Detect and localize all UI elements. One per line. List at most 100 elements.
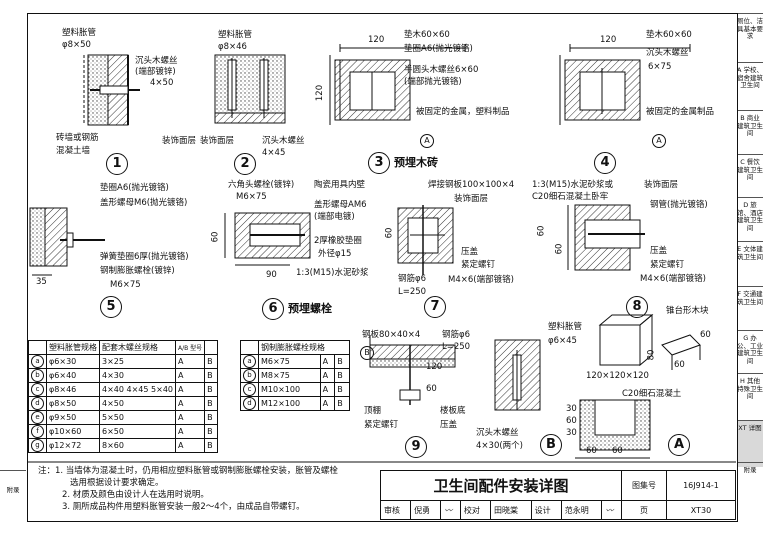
sidebar-item[interactable]: C 餐饮建筑卫生间 [737, 154, 763, 202]
sidebar-item[interactable]: B 商业建筑卫生间 [737, 110, 763, 159]
label: 塑料胀管 [62, 28, 97, 38]
sidebar-item[interactable]: 附录 [0, 470, 26, 527]
sidebar-item[interactable]: 厕位、洁具基本要求 [737, 13, 763, 67]
table-cell: A [175, 382, 206, 397]
detail-6-drawing [224, 212, 311, 266]
label: 120 [368, 35, 385, 45]
design-label: 设计 [530, 500, 562, 520]
label: 1:3(M15)水泥砂浆 [296, 268, 369, 278]
label: 弹簧垫圈6厚(抛光镀铬) [100, 252, 189, 262]
label: 钢板80×40×4 [362, 330, 421, 340]
sidebar-item[interactable]: A 学校、宿舍建筑卫生间 [737, 62, 763, 115]
label: 六角头螺栓(镀锌) [228, 180, 295, 190]
label: 紧定螺钉 [461, 260, 496, 270]
label: 钢筋φ6 [398, 274, 427, 284]
sidebar-item[interactable]: XT 详图 [737, 420, 763, 467]
label: φ6×45 [548, 336, 577, 346]
label: 4×30(两个) [476, 441, 523, 451]
table-cell: B [204, 382, 218, 397]
label: φ8×46 [218, 42, 247, 52]
label: 装饰面层 [644, 180, 679, 190]
review-name: 倪勇 [410, 500, 442, 520]
label: 被固定的金属，塑料制品 [416, 107, 510, 117]
label: 120 [600, 35, 617, 45]
marker-cell: d [28, 396, 47, 411]
sidebar-item[interactable]: 附录 [737, 462, 763, 525]
note-line: 2. 材质及颜色由设计人在选用时说明。 [62, 490, 209, 500]
detail-number: B [540, 434, 562, 456]
label: 盖形螺母M6(抛光镀铬) [100, 198, 188, 208]
label: 30 [566, 428, 577, 438]
label: 35 [36, 277, 47, 287]
label: 装饰面层 [200, 136, 235, 146]
table-cell: A [319, 354, 336, 369]
sidebar-item[interactable]: H 其他特殊卫生间 [737, 373, 763, 425]
table-cell: 3×25 [98, 354, 177, 369]
atlas-label: 图集号 [621, 470, 667, 501]
label: 锥台形木块 [666, 306, 709, 316]
detail-number: 6 [262, 298, 284, 320]
check-label: 校对 [459, 500, 492, 520]
label: C20细石混凝土 [622, 389, 682, 399]
table-cell: M8×75 [258, 368, 321, 383]
label: 压盖 [440, 420, 458, 430]
table-cell: M10×100 [258, 382, 321, 397]
table-header-row: 钢制膨胀螺栓规格 [240, 340, 350, 355]
note-line: 3. 厕所成品构件用塑料胀管安装一般2～4个，由成品自带螺钉。 [62, 502, 305, 512]
label: 半圆头木螺丝6×60 [404, 65, 479, 75]
design-signature: 〰 [601, 500, 622, 520]
marker-cell: c [28, 382, 47, 397]
label: 4×45 [262, 148, 286, 158]
label: 1:3(M15)水泥砂浆或 [532, 180, 613, 190]
detail-1-drawing [83, 54, 140, 126]
label: 楼板底 [440, 406, 466, 416]
label: C20细石混凝土卧牢 [532, 192, 609, 202]
detail-3-drawing [329, 44, 466, 125]
table-cell: A [319, 382, 336, 397]
label: 60 [586, 446, 597, 456]
label: 60 [426, 384, 437, 394]
table-cell: M6×75 [258, 354, 321, 369]
label: (端部电镀) [314, 212, 355, 222]
label: (端部镀锌) [135, 67, 176, 77]
marker-cell: a [240, 354, 259, 369]
detail-4-drawing [559, 44, 691, 125]
atlas-number: 16J914-1 [666, 470, 736, 501]
row-marker: e [31, 411, 44, 424]
table-cell: φ12×72 [46, 438, 100, 453]
sidebar-item[interactable]: G 办公、工业建筑卫生间 [737, 330, 763, 378]
label: 顶棚 [364, 406, 382, 416]
label: 混凝土墙 [56, 146, 91, 156]
row-marker: a [243, 355, 256, 368]
table-cell: 4×40 4×45 5×40 [98, 382, 177, 397]
label: M4×6(端部镀铬) [448, 275, 514, 285]
marker-cell: b [28, 368, 47, 383]
row-marker: b [243, 369, 256, 382]
label: 钢制膨胀螺栓(镀锌) [100, 266, 175, 276]
detail-number: 4 [594, 152, 616, 174]
label: 被固定的金属制品 [646, 107, 715, 117]
table-cell: φ8×50 [46, 396, 100, 411]
label: 压盖 [650, 246, 668, 256]
table-cell: A [319, 368, 336, 383]
label: 60 [384, 227, 395, 239]
label: M6×75 [110, 280, 141, 290]
label: 沉头木螺丝 [646, 48, 689, 58]
drawing-frame [27, 13, 738, 522]
sidebar-item[interactable]: D 旅馆、酒店建筑卫生间 [737, 197, 763, 246]
sidebar-item[interactable]: F 交通建筑卫生间 [737, 286, 763, 335]
table-cell: B [334, 368, 350, 383]
table-header: A/B 型号 [175, 340, 206, 355]
label: 装饰面层 [162, 136, 197, 146]
table-cell: φ9×50 [46, 410, 100, 425]
marker-cell: g [28, 438, 47, 453]
label: 120 [426, 362, 443, 372]
label: M6×75 [236, 192, 267, 202]
sidebar-item[interactable]: E 文体建筑卫生间 [737, 241, 763, 291]
